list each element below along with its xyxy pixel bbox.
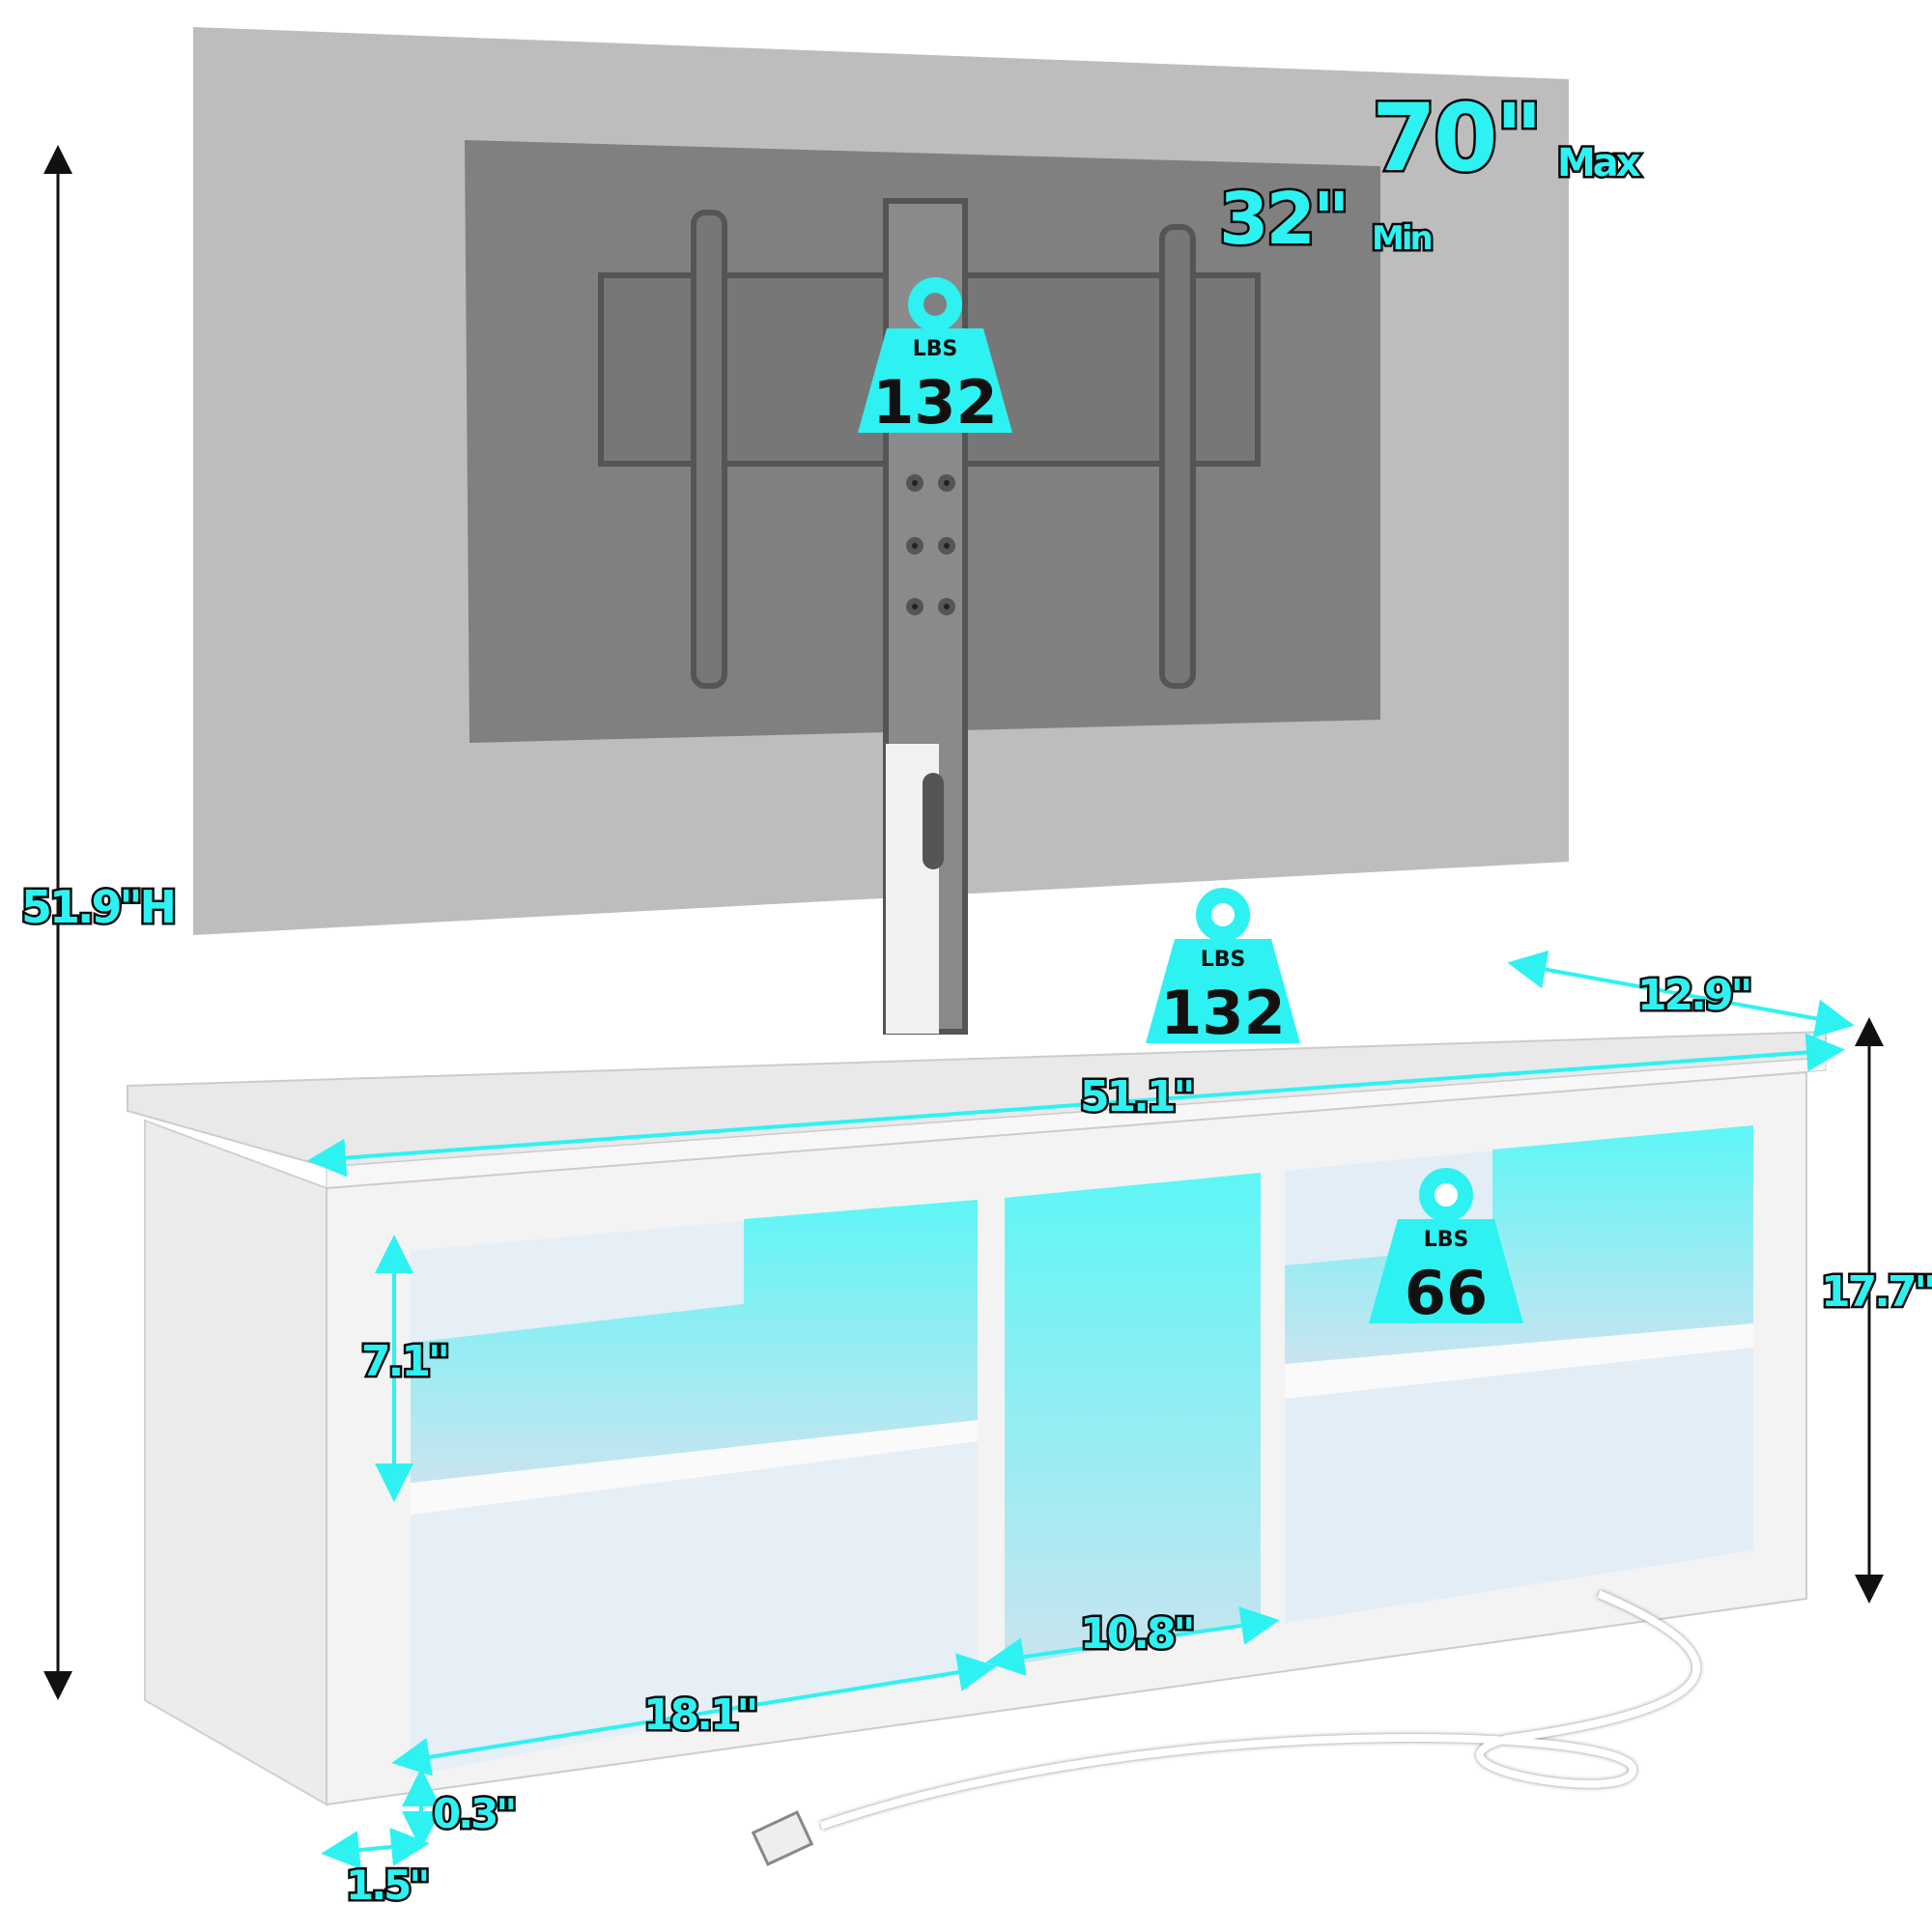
tv-min-label: Min xyxy=(1372,219,1431,258)
power-plug-icon xyxy=(751,1810,814,1866)
middle-width-label: 10.8" xyxy=(1080,1609,1192,1659)
middle-width-arrow xyxy=(985,1606,1280,1676)
leg-width-label: 1.5" xyxy=(346,1861,427,1909)
leg-width-arrow xyxy=(321,1828,430,1869)
weight-unit: LBS xyxy=(1201,948,1246,972)
depth-arrow xyxy=(1507,950,1855,1038)
tv-min-size: 32" xyxy=(1219,178,1348,261)
weight-unit: LBS xyxy=(913,337,958,361)
weight-badge-top: LBS 132 xyxy=(1146,888,1300,1048)
weight-value: 66 xyxy=(1405,1258,1488,1328)
depth-label: 12.9" xyxy=(1637,971,1749,1020)
tv-max-label: Max xyxy=(1557,141,1641,185)
shelf-height-label: 7.1" xyxy=(361,1337,447,1386)
side-width-arrow xyxy=(391,1653,997,1776)
bottom-gap-label: 0.3" xyxy=(433,1790,514,1837)
width-arrow xyxy=(307,1033,1845,1178)
tv-max-size: 70" xyxy=(1372,84,1541,192)
stand-height-label: 17.7" xyxy=(1821,1267,1932,1317)
power-cord xyxy=(819,1590,1701,1830)
weight-unit: LBS xyxy=(1424,1228,1469,1252)
weight-value: 132 xyxy=(872,367,997,438)
weight-badge-shelf: LBS 66 xyxy=(1369,1168,1523,1328)
weight-badge-mount: LBS 132 xyxy=(858,277,1012,438)
cable-slot xyxy=(923,773,944,869)
weight-value: 132 xyxy=(1160,978,1285,1048)
side-width-label: 18.1" xyxy=(643,1690,755,1740)
tv-stand-cabinet xyxy=(127,1030,1827,1806)
width-label: 51.1" xyxy=(1080,1072,1192,1122)
total-height-label: 51.9"H xyxy=(21,881,174,933)
